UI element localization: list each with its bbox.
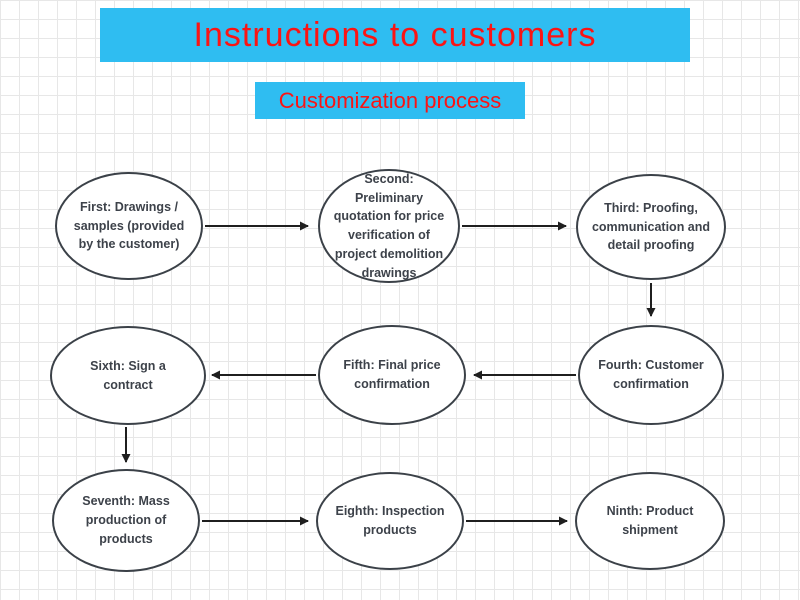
flow-node-eighth: Eighth: Inspection products xyxy=(316,472,464,570)
flow-node-label: Second: Preliminary quotation for price … xyxy=(333,171,445,280)
flow-node-label: Ninth: Product shipment xyxy=(606,504,694,537)
flow-node-label: First: Drawings / samples (provided by t… xyxy=(73,199,185,252)
flow-node-label: Fourth: Customer confirmation xyxy=(598,358,704,391)
page-title-banner: Instructions to customers xyxy=(100,8,690,62)
flow-node-fifth: Fifth: Final price confirmation xyxy=(318,325,466,425)
flow-node-label: Seventh: Mass production of products xyxy=(82,494,170,546)
flow-node-third: Third: Proofing, communication and detai… xyxy=(576,174,726,280)
flow-node-label: Third: Proofing, communication and detai… xyxy=(591,200,711,253)
flow-node-seventh: Seventh: Mass production of products xyxy=(52,469,200,572)
page-subtitle: Customization process xyxy=(278,87,502,113)
flow-node-sixth: Sixth: Sign a contract xyxy=(50,326,206,425)
flow-node-first: First: Drawings / samples (provided by t… xyxy=(55,172,203,280)
flow-node-label: Fifth: Final price confirmation xyxy=(343,358,441,391)
flow-node-ninth: Ninth: Product shipment xyxy=(575,472,725,570)
flow-node-label: Eighth: Inspection products xyxy=(335,504,445,537)
page-title: Instructions to customers xyxy=(193,15,597,54)
flow-node-label: Sixth: Sign a contract xyxy=(90,358,166,392)
page-subtitle-banner: Customization process xyxy=(255,82,525,119)
flow-node-fourth: Fourth: Customer confirmation xyxy=(578,325,724,425)
flow-node-second: Second: Preliminary quotation for price … xyxy=(318,169,460,283)
